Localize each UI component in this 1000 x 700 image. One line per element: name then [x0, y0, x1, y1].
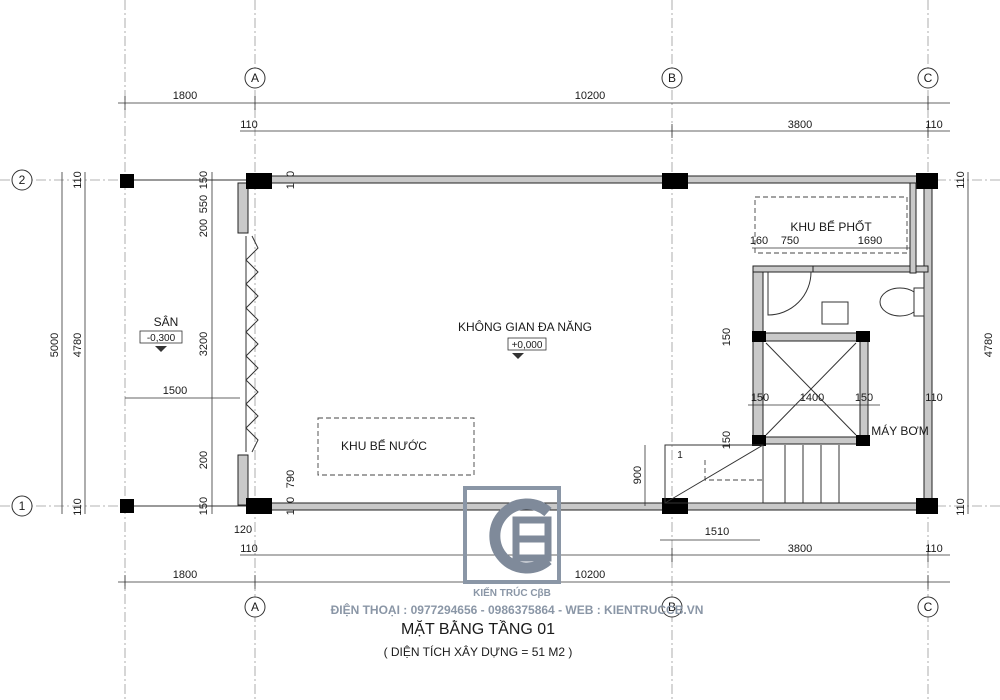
dim-left-4780: 4780 — [72, 333, 84, 357]
stair-step-label: 1 — [677, 450, 683, 461]
watermark-contact: ĐIỆN THOẠI : 0977294656 - 0986375864 - W… — [331, 602, 704, 617]
dim-bot-1800: 1800 — [173, 569, 197, 581]
toilet-icon — [879, 287, 925, 317]
drawing-title: MẶT BẰNG TẦNG 01 — [401, 619, 555, 638]
level-marker-icon — [155, 346, 167, 352]
room-label-san: SÂN — [154, 314, 179, 329]
dim-left-5000: 5000 — [49, 333, 61, 357]
dim-1400: 1400 — [800, 392, 824, 404]
level-main: +0,000 — [512, 340, 543, 351]
axis-bubbles: A B C A B C 2 1 — [11, 67, 939, 618]
dim-160: 160 — [750, 235, 768, 247]
dim-bot-10200: 10200 — [575, 569, 606, 581]
axis-a-top: A — [251, 71, 259, 85]
structural-columns — [120, 173, 938, 514]
dim-right-110a: 110 — [955, 171, 967, 189]
dim-3200: 3200 — [198, 332, 210, 356]
sink-icon — [821, 301, 849, 325]
dim-left-110a: 110 — [72, 171, 84, 189]
dim-150-shaft-b: 150 — [855, 392, 873, 404]
dim-top-110: 110 — [240, 119, 258, 131]
yard-area: 1500 SÂN -0,300 — [125, 179, 255, 507]
axis-2: 2 — [19, 173, 26, 187]
dim-bot-1510: 1510 — [705, 526, 729, 538]
dimension-chain-right: 4780 110 110 — [955, 171, 995, 516]
axis-c-top: C — [924, 71, 933, 85]
dim-top-10200: 10200 — [575, 90, 606, 102]
watermark-logo — [463, 486, 561, 584]
room-label-water-tank: KHU BỂ NƯỚC — [341, 438, 427, 453]
dim-bot-3800: 3800 — [788, 543, 812, 555]
dim-150-shaft-a: 150 — [751, 392, 769, 404]
axis-b-top: B — [668, 71, 676, 85]
dimension-chain-top: 1800 10200 110 3800 110 — [118, 90, 950, 138]
dim-top-3800: 3800 — [788, 119, 812, 131]
room-label-pump: MÁY BƠM — [871, 423, 928, 438]
dim-550: 550 — [198, 195, 210, 213]
dim-790: 790 — [285, 470, 297, 488]
wc-door — [767, 271, 812, 316]
dim-750: 750 — [781, 235, 799, 247]
main-space: KHÔNG GIAN ĐA NĂNG +0,000 — [458, 319, 592, 359]
interior-walls — [752, 182, 929, 446]
axis-b-bottom: B — [668, 600, 676, 614]
dim-left-110b: 110 — [72, 498, 84, 516]
dim-110-shaft: 110 — [925, 392, 943, 404]
dim-right-4780: 4780 — [983, 333, 995, 357]
water-tank-zone: KHU BỂ NƯỚC — [317, 417, 475, 476]
dim-bot-110: 110 — [240, 543, 258, 555]
dim-200b: 200 — [198, 451, 210, 469]
level-san: -0,300 — [147, 333, 176, 344]
dim-200a: 200 — [198, 219, 210, 237]
dim-top-110b: 110 — [925, 119, 943, 131]
room-label-septic: KHU BỂ PHỐT — [790, 219, 872, 234]
septic-zone: KHU BỂ PHỐT 160 750 1690 — [750, 196, 910, 254]
dim-bot-110b: 110 — [925, 543, 943, 555]
dimension-chain-left: 5000 4780 110 110 — [49, 171, 86, 516]
level-marker-icon — [512, 353, 524, 359]
stair: 1 900 — [632, 444, 840, 506]
axis-c-bottom: C — [924, 600, 933, 614]
dim-top-1800: 1800 — [173, 90, 197, 102]
dim-1690: 1690 — [858, 235, 882, 247]
room-label-main: KHÔNG GIAN ĐA NĂNG — [458, 319, 592, 334]
dim-900: 900 — [632, 466, 644, 484]
axis-a-bottom: A — [251, 600, 259, 614]
dim-right-110b: 110 — [955, 498, 967, 516]
dim-150-wc: 150 — [721, 328, 733, 346]
dim-1500: 1500 — [163, 385, 187, 397]
watermark-brand: KIẾN TRÚC CβB — [473, 586, 551, 599]
folding-door — [245, 235, 259, 453]
drawing-subtitle: ( DIỆN TÍCH XÂY DỰNG = 51 M2 ) — [384, 644, 573, 659]
axis-1: 1 — [19, 499, 26, 513]
dim-bot-120: 120 — [234, 524, 252, 536]
dim-150-stair: 150 — [721, 431, 733, 449]
